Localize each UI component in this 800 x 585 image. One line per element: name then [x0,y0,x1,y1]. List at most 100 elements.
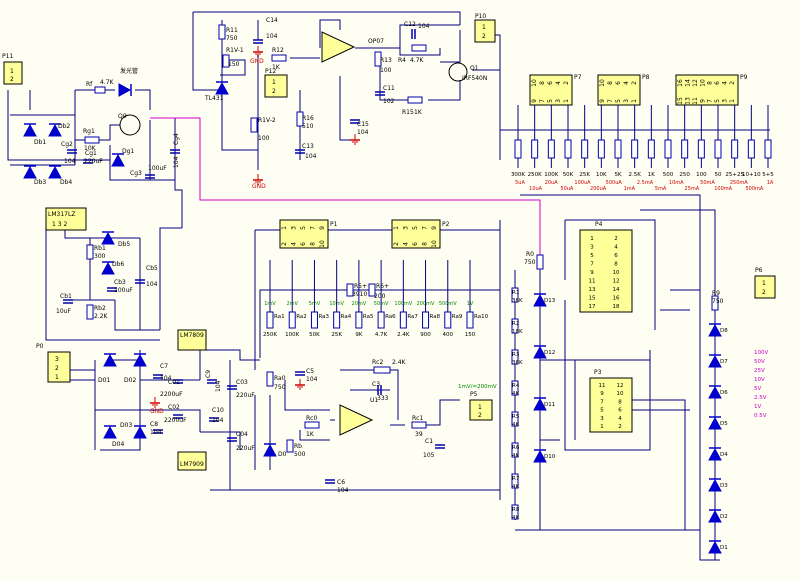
p3-pin-6: 5 [600,408,604,414]
resistor-ra3 [310,311,318,329]
bank-value-10: 250 [679,172,690,178]
current-range-6: 500uA [606,180,623,186]
current-range-7: 1mA [624,186,636,192]
value-rb: 500 [294,451,306,458]
connector-p1-pin-bottom: 6 [300,242,307,246]
label-p9: P9 [740,74,748,81]
label-r15: R15 [402,109,414,116]
opamp-u1 [339,404,374,436]
value-r11: 750 [226,35,238,42]
current-range-9: 5mA [655,186,667,192]
value-rc0: 1K [306,431,315,438]
label-c7: C7 [160,363,168,370]
pot-r1v2 [250,117,258,133]
connector-p7-pin-top: 6 [547,81,554,85]
p4-pin-12: 13 [589,287,596,293]
bank-resistor-1 [531,139,539,159]
cap-c8 [153,429,163,434]
value-c5: 104 [306,376,318,383]
bank-value-5: 10K [596,172,607,178]
bank-resistor-9 [664,139,672,159]
label-p11: P11 [2,53,13,60]
value-r4: 4.7K [410,57,425,64]
connector-p2-pin-bottom: 2 [393,242,400,246]
diode-right-4 [708,447,722,461]
diode-d03 [103,425,117,439]
p3-pin-9: 4 [618,416,622,422]
p3-pin-7: 6 [618,408,622,414]
value-r13: 100 [380,67,392,74]
label-r1v1: R1V-1 [226,47,244,54]
chain-value-2: 36K [512,360,523,366]
gnd-main [253,174,263,185]
label-c11: C11 [383,85,395,92]
connector-p5 [469,399,493,421]
connector-p8-pin-top: 4 [623,81,630,85]
label-rg1: Rg1 [83,128,95,135]
label-r12: R12 [272,47,284,54]
bank-resistor-3 [564,139,572,159]
connector-p7-pin-top: 4 [555,81,562,85]
connector-p1-pin-bottom: 4 [291,242,298,246]
value-cg4: 104 [173,156,180,168]
value-cb3: 100uF [114,287,133,294]
label-cg1: Cg1 [85,150,97,157]
ra-label-0: Ra1 [274,314,285,320]
ra-label-2: Ra3 [318,314,329,320]
connector-p8-pin-top: 6 [615,81,622,85]
ra-label-4: Ra5 [363,314,374,320]
cap-cb1 [63,299,73,304]
value-r16: 510 [302,123,314,130]
label-cg3: Cg3 [130,170,142,177]
label-r9: R9 [712,290,720,297]
connector-p0 [47,351,71,383]
p11-pin-2: 2 [10,76,14,83]
resistor-rb2 [86,304,94,320]
value-r0: 750 [524,259,536,266]
p11-pin-1: 1 [10,68,14,75]
diode-d02 [133,353,147,367]
label-cb3: Cb3 [114,279,126,286]
voltage-range-4: 5V [754,386,761,392]
connector-p7-pin-bottom: 5 [547,99,554,103]
diode-db5 [101,231,115,245]
resistor-ra10 [466,311,474,329]
label-q1: Q1 [470,65,479,72]
label-c3: C3 [372,381,380,388]
connector-p12 [264,74,288,98]
resistor-ra5 [355,311,363,329]
bank-value-9: 500 [663,172,674,178]
label-c04: C04 [236,431,248,438]
p3-pin-3: 10 [617,391,624,397]
resistor-ra6 [377,311,385,329]
connector-p7-pin-bottom: 7 [539,99,546,103]
connector-p11 [3,61,23,85]
mosfet-q1 [448,62,468,82]
chain-label-4: R5 [512,414,520,420]
led-indicator [118,83,132,97]
cap-cg3 [145,174,155,179]
connector-p6 [754,275,776,299]
resistor-r16 [296,111,304,127]
cap-c01 [173,379,183,384]
value-c15: 104 [357,129,369,136]
diode-right-1 [708,354,722,368]
chain-resistor-7 [511,504,519,520]
diode-d04 [133,425,147,439]
label-p0: P0 [36,343,44,350]
label-r6-pot: R6+ [376,283,389,290]
lm317-pins: 1 3 2 [52,221,67,228]
label-d01: D01 [98,377,110,384]
diode-right-label-6: D2 [720,514,728,520]
p0-pin-1: 2 [55,365,59,372]
value-c11: 102 [383,98,395,105]
p3-pin-0: 11 [599,383,606,389]
gnd-c5 [295,379,305,390]
chain-resistor-5 [511,442,519,458]
diode-db4 [48,165,62,179]
cap-c15 [350,119,360,124]
bank-resistor-14 [747,139,755,159]
p4-pin-3: 4 [614,245,618,251]
cap-c1 [435,444,445,449]
